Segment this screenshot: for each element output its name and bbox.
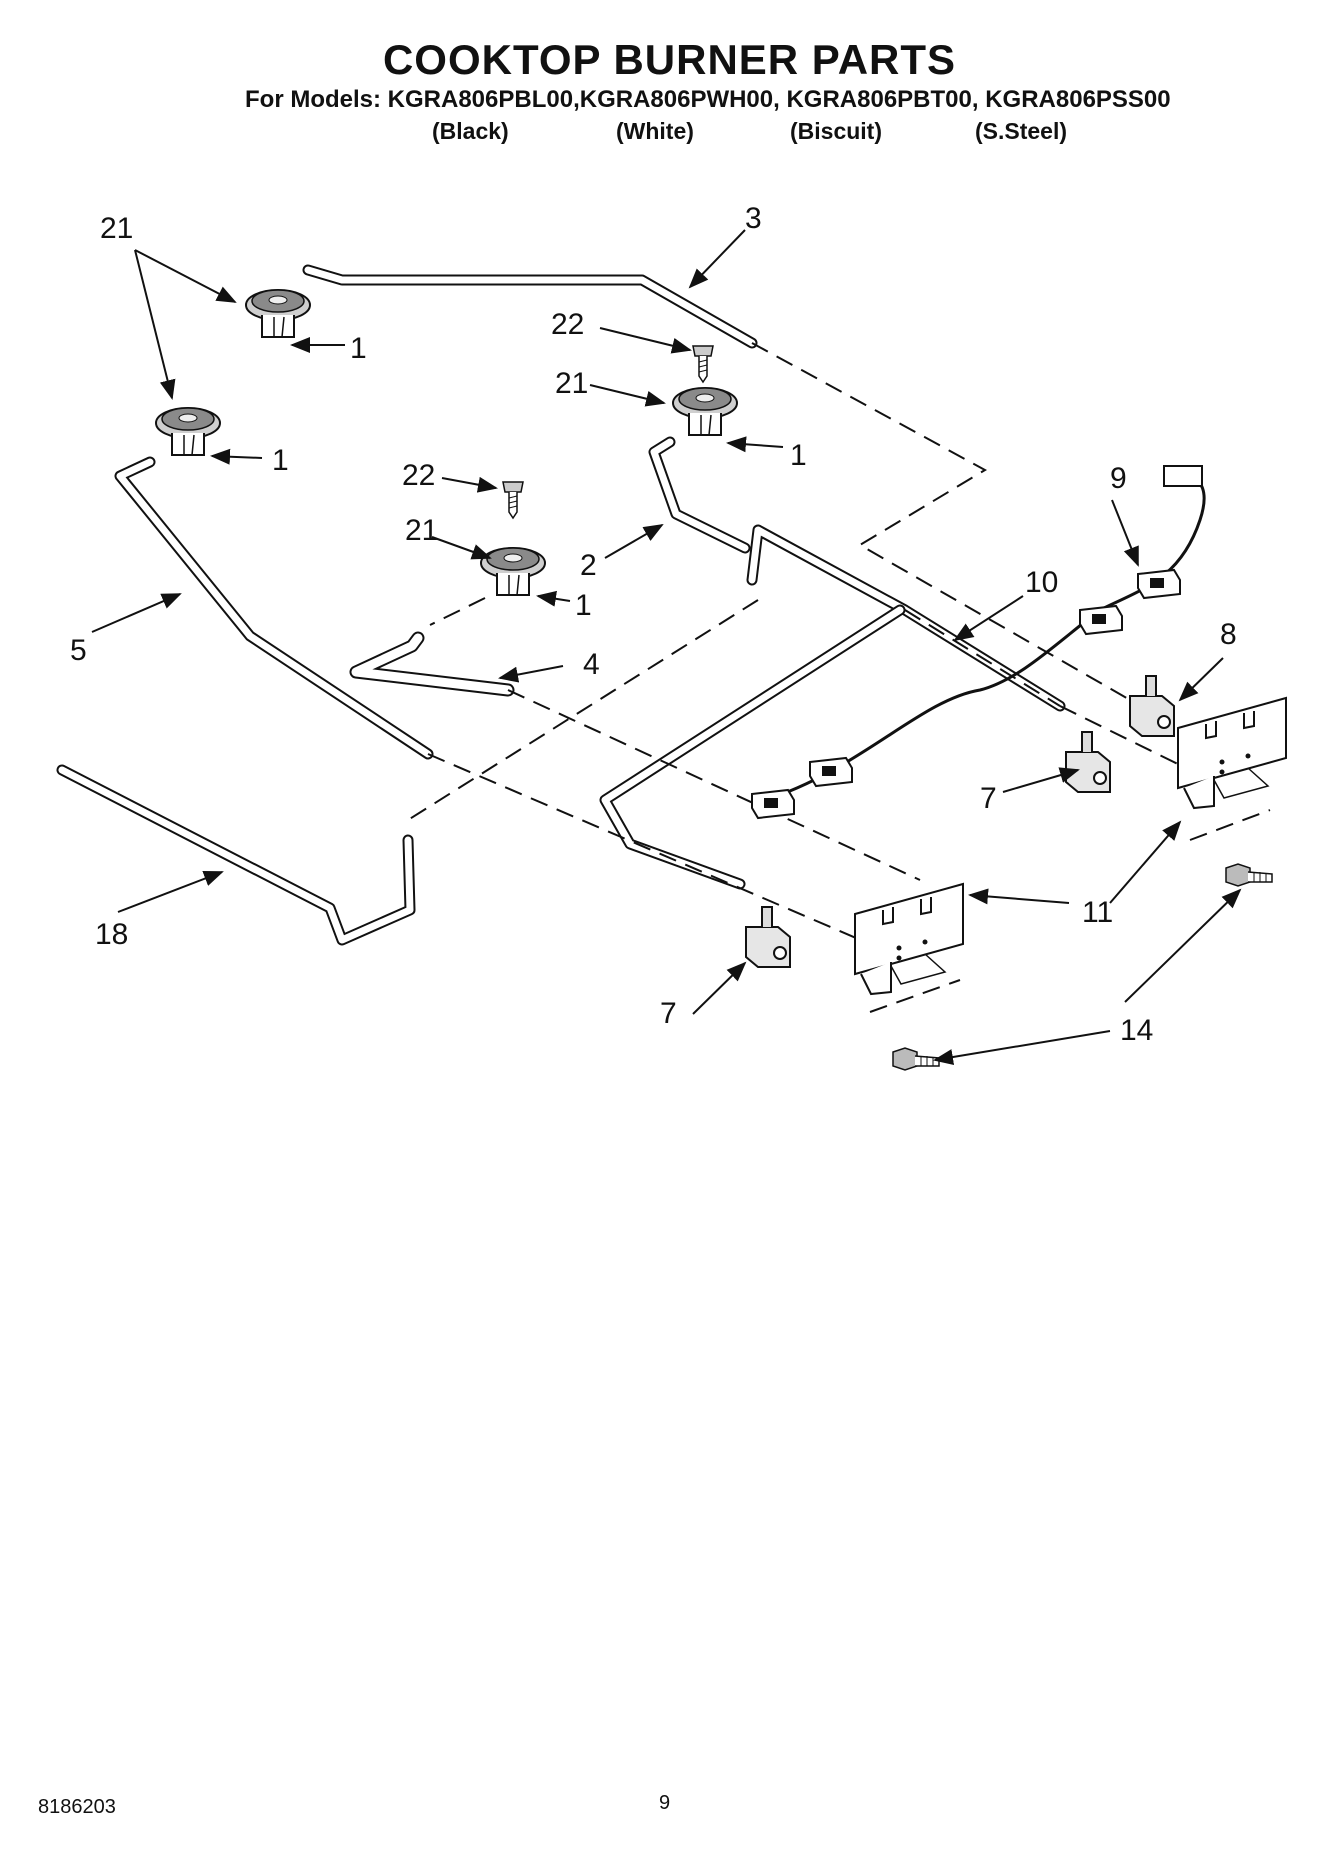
assembly-dashes: [407, 342, 1271, 1013]
callout-2: 2: [580, 549, 597, 582]
callout-14: 14: [1120, 1014, 1153, 1047]
bracket-bolt-right: [1225, 863, 1273, 887]
valve-bracket-left: [854, 883, 964, 995]
callout-9: 9: [1110, 462, 1127, 495]
callout-5: 5: [70, 634, 87, 667]
callout-11: 11: [1082, 896, 1113, 929]
callout-1: 1: [350, 332, 367, 365]
callout-21: 21: [405, 514, 438, 547]
surface-burner-center: [480, 547, 546, 596]
bracket-bolt-left: [892, 1047, 940, 1071]
gas-tubes: [56, 264, 1206, 946]
valve-bracket-right: [1177, 697, 1287, 809]
callout-arrows: [91, 229, 1242, 1065]
callout-22: 22: [551, 308, 584, 341]
page-title: COOKTOP BURNER PARTS: [382, 36, 957, 83]
callout-1: 1: [575, 589, 592, 622]
burner-screw-center: [502, 481, 524, 519]
page-number: 9: [659, 1792, 671, 1814]
callout-3: 3: [745, 202, 762, 235]
color-label-steel: (S.Steel): [975, 118, 1068, 144]
valve-rear: [1129, 675, 1175, 737]
callout-7: 7: [980, 782, 997, 815]
harness-connector: [1163, 465, 1203, 487]
surface-burner-rear-right: [672, 387, 738, 436]
callout-4: 4: [583, 648, 600, 681]
callout-21: 21: [555, 367, 588, 400]
color-label-white: (White): [616, 118, 694, 144]
callout-1: 1: [790, 439, 807, 472]
burner-screw-right: [692, 345, 714, 383]
igniter-switch-3: [809, 757, 853, 787]
surface-burner-rear-left: [245, 289, 311, 338]
callout-10: 10: [1025, 566, 1058, 599]
callout-7: 7: [660, 997, 677, 1030]
igniter-switch-1: [1079, 605, 1123, 635]
color-label-black: (Black): [432, 118, 509, 144]
callout-8: 8: [1220, 618, 1237, 651]
callout-21: 21: [100, 212, 133, 245]
callout-labels: 21 3 1 22 21 1 21 1 22 9 1 2 10 5 4 8 7 …: [70, 202, 1237, 1047]
valve-right: [1065, 731, 1111, 793]
callout-18: 18: [95, 918, 128, 951]
valve-left: [745, 906, 791, 968]
callout-22: 22: [402, 459, 435, 492]
callout-1: 1: [272, 444, 289, 477]
igniter-switch-4: [751, 789, 795, 819]
color-label-biscuit: (Biscuit): [790, 118, 882, 144]
igniter-switch-2: [1137, 569, 1181, 599]
surface-burner-front-left: [155, 407, 221, 456]
document-number: 8186203: [38, 1796, 116, 1818]
models-line: For Models: KGRA806PBL00,KGRA806PWH00, K…: [245, 86, 1171, 113]
